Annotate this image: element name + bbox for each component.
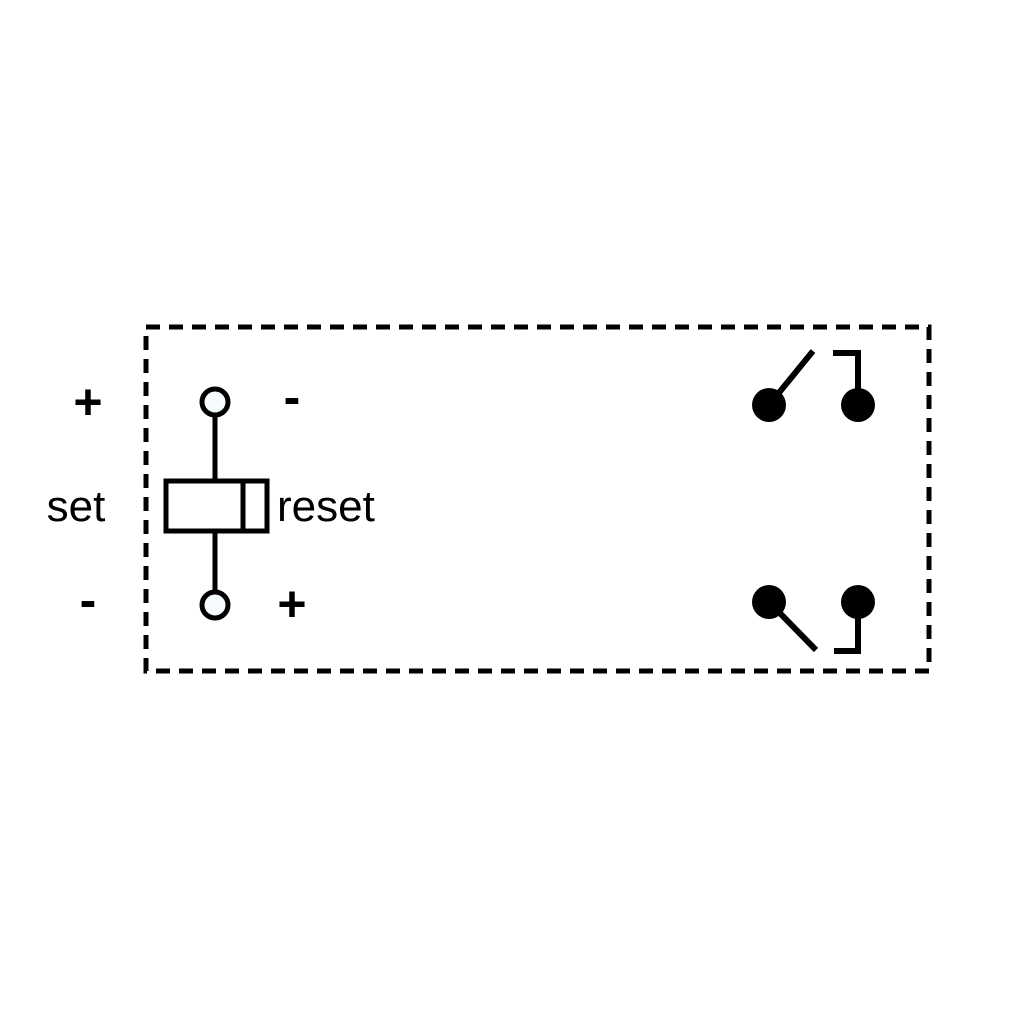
top-right-polarity-label: - <box>284 369 301 425</box>
top-left-polarity-label: + <box>73 374 102 430</box>
reset-label: reset <box>277 482 375 531</box>
contact-top-hook <box>833 350 861 405</box>
coil-top-terminal <box>199 386 231 418</box>
bottom-left-polarity-label: - <box>80 572 97 628</box>
contact-top-right-terminal <box>841 388 875 422</box>
coil-body <box>163 478 270 534</box>
set-label: set <box>47 482 106 531</box>
contact-bottom-right-terminal <box>841 585 875 619</box>
contact-top-left-terminal <box>752 388 786 422</box>
coil-symbol <box>163 414 270 593</box>
relay-body-outline <box>143 324 932 674</box>
contact-bottom-left-terminal <box>752 585 786 619</box>
coil-bottom-terminal <box>199 589 231 621</box>
bottom-right-polarity-label: + <box>277 576 306 632</box>
